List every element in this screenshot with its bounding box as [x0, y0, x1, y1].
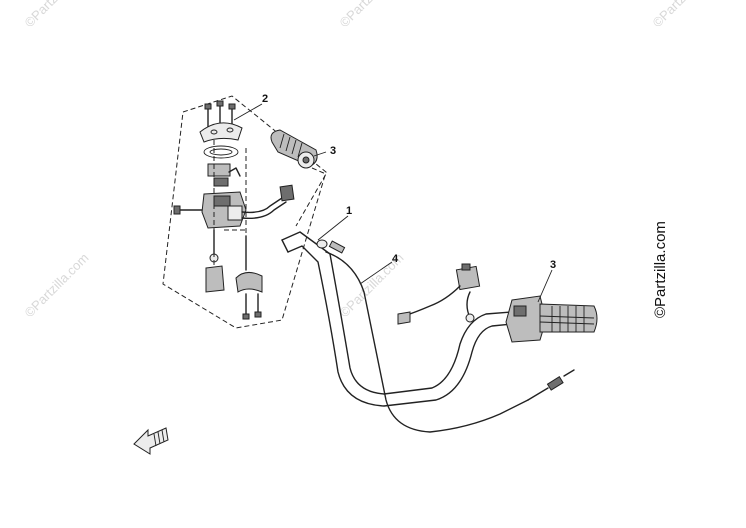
watermark-right-edge: ©Partzilla.com — [652, 221, 669, 318]
right-switch-assembly — [397, 263, 547, 343]
watermark-top-right: ©Partzilla.com — [650, 0, 720, 30]
switch-cover — [199, 122, 243, 143]
right-switch-wire — [403, 285, 461, 317]
leader-lines — [233, 103, 553, 303]
switch-wiring — [241, 197, 283, 214]
watermark-top-left: ©Partzilla.com — [22, 0, 92, 30]
left-switch-assembly — [173, 100, 295, 320]
switch-internal — [207, 163, 231, 177]
callout-2: 2 — [262, 93, 268, 105]
lower-clamp-left — [205, 265, 225, 293]
callout-1: 1 — [346, 205, 352, 217]
switch-connector — [279, 184, 295, 202]
callout-3-left: 3 — [330, 145, 336, 157]
watermarks: ©Partzilla.com ©Partzilla.com ©Partzilla… — [22, 0, 720, 320]
handlebar-outer — [281, 231, 513, 395]
handlebar-inner — [287, 245, 513, 407]
callout-3-right: 3 — [550, 259, 556, 271]
handlebar — [281, 231, 513, 407]
watermark-mid-left: ©Partzilla.com — [22, 250, 92, 320]
throttle-cable — [325, 240, 575, 433]
gasket — [203, 145, 239, 159]
switch-group-outline — [162, 95, 327, 329]
callout-4: 4 — [392, 253, 399, 265]
front-direction-arrow — [133, 427, 169, 455]
right-grip — [539, 303, 598, 333]
watermark-top-center: ©Partzilla.com — [337, 0, 407, 30]
lower-clamp-right — [235, 272, 263, 293]
left-grip — [270, 129, 318, 169]
